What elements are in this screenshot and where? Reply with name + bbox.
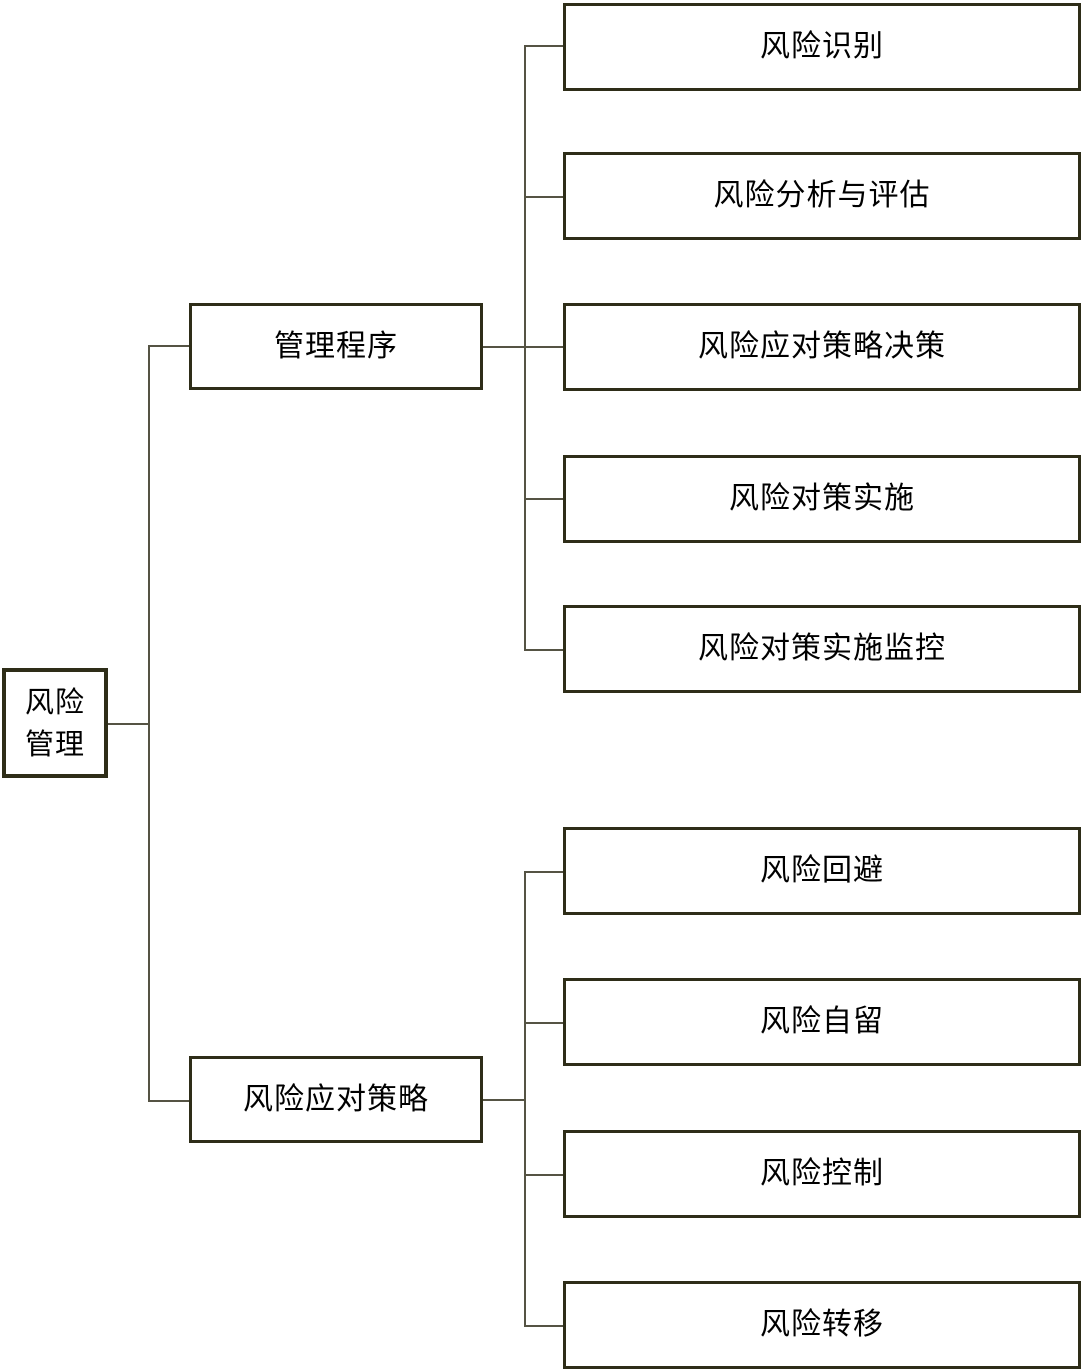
node-management-procedure[interactable]: 管理程序 (189, 303, 483, 390)
node-risk-response-strategy-label: 风险应对策略 (243, 1081, 429, 1117)
node-risk-avoidance[interactable]: 风险回避 (563, 827, 1081, 915)
node-risk-analysis-assessment-label: 风险分析与评估 (713, 178, 931, 214)
node-risk-countermeasure-implementation[interactable]: 风险对策实施 (563, 455, 1081, 543)
connector-to-risk-avoidance (524, 871, 565, 873)
node-risk-retention[interactable]: 风险自留 (563, 978, 1081, 1066)
node-risk-response-strategy-decision-label: 风险应对策略决策 (698, 329, 946, 365)
connector-left-trunk (148, 345, 150, 1102)
node-risk-avoidance-label: 风险回避 (760, 853, 884, 889)
node-risk-transfer[interactable]: 风险转移 (563, 1281, 1081, 1369)
node-risk-retention-label: 风险自留 (760, 1004, 884, 1040)
node-risk-countermeasure-monitoring[interactable]: 风险对策实施监控 (563, 605, 1081, 693)
node-risk-analysis-assessment[interactable]: 风险分析与评估 (563, 152, 1081, 240)
node-risk-management-label: 风险 管理 (24, 684, 85, 761)
node-risk-transfer-label: 风险转移 (760, 1307, 884, 1343)
node-risk-control-label: 风险控制 (760, 1156, 884, 1192)
connector-trunk-to-management-procedure (148, 345, 191, 347)
node-risk-countermeasure-implementation-label: 风险对策实施 (729, 481, 915, 517)
node-risk-control[interactable]: 风险控制 (563, 1130, 1081, 1218)
connector-to-risk-countermeasure-implementation (524, 498, 565, 500)
connector-to-risk-control (524, 1174, 565, 1176)
connector-to-risk-retention (524, 1022, 565, 1024)
node-management-procedure-label: 管理程序 (274, 328, 398, 364)
connector-to-risk-response-strategy-decision (524, 346, 565, 348)
node-risk-countermeasure-monitoring-label: 风险对策实施监控 (698, 631, 946, 667)
node-risk-identification[interactable]: 风险识别 (563, 3, 1081, 91)
node-risk-management[interactable]: 风险 管理 (2, 668, 108, 778)
connector-trunk-to-risk-response-strategy (148, 1100, 191, 1102)
connector-to-risk-transfer (524, 1325, 565, 1327)
connector-to-risk-identification (524, 45, 565, 47)
node-risk-identification-label: 风险识别 (760, 29, 884, 65)
connector-to-risk-countermeasure-monitoring (524, 649, 565, 651)
connector-root-stub (107, 723, 150, 725)
connector-management-procedure-stub (482, 346, 526, 348)
connector-lower-spine (524, 871, 526, 1326)
node-risk-response-strategy[interactable]: 风险应对策略 (189, 1056, 483, 1143)
connector-risk-response-strategy-stub (482, 1099, 526, 1101)
connector-to-risk-analysis-assessment (524, 196, 565, 198)
node-risk-response-strategy-decision[interactable]: 风险应对策略决策 (563, 303, 1081, 391)
